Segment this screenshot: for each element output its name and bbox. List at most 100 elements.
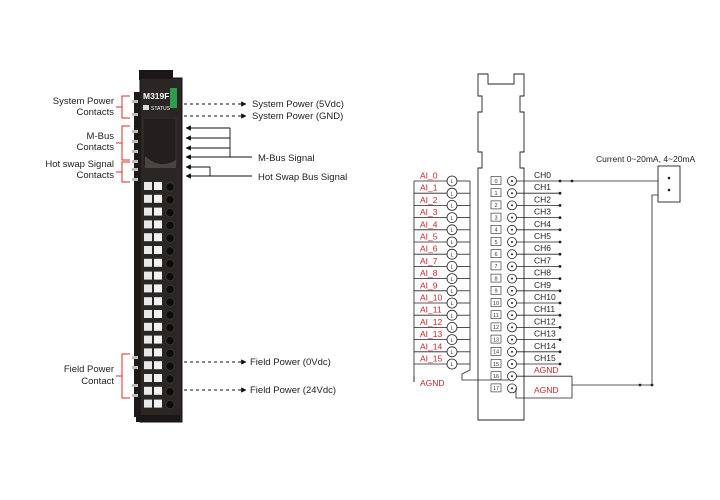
side-contact-pin bbox=[132, 366, 138, 369]
side-contact-pin bbox=[132, 394, 138, 397]
bracket-field-power bbox=[121, 353, 130, 399]
terminal-row: 1 bbox=[490, 188, 517, 199]
current-range-label: Current 0~20mA, 4~20mA bbox=[596, 154, 696, 164]
terminal-number: 11 bbox=[493, 313, 499, 319]
label-hotswap-bus-signal: Hot Swap Bus Signal bbox=[258, 172, 347, 183]
side-contact-pin bbox=[132, 168, 138, 171]
ch-label: CH9 bbox=[534, 280, 551, 290]
terminal-release-tab bbox=[144, 374, 152, 382]
terminal-screw-center bbox=[511, 277, 513, 280]
module-accent-bar bbox=[170, 88, 177, 108]
terminal-release-tab bbox=[144, 399, 152, 408]
ai-load-marker: L bbox=[450, 216, 453, 222]
terminal-row: 12 bbox=[490, 322, 517, 333]
ai-channel-row: AI_7L bbox=[414, 256, 470, 272]
label-hotswap-line2: Contacts bbox=[77, 170, 115, 181]
ai-channel-row: AI_8L bbox=[414, 268, 470, 285]
terminal-hole bbox=[165, 271, 175, 282]
agnd-left-label: AGND bbox=[420, 378, 445, 388]
agnd-17-wire bbox=[515, 376, 573, 399]
terminal-hole bbox=[165, 323, 175, 333]
terminal-release-tab bbox=[154, 194, 162, 203]
ch-label: CH7 bbox=[534, 255, 551, 265]
terminal-hole bbox=[165, 361, 175, 371]
terminal-row: 2 bbox=[490, 200, 517, 211]
ch-node bbox=[558, 191, 562, 195]
ch-node bbox=[558, 252, 562, 256]
bracket-hotswap bbox=[121, 161, 130, 183]
ai-channel-label: AI_12 bbox=[420, 317, 442, 327]
side-contact-pin bbox=[132, 113, 138, 116]
bracket-mbus bbox=[121, 125, 130, 161]
terminal-release-tab bbox=[154, 207, 162, 216]
ai-load-marker: L bbox=[450, 313, 453, 319]
terminal-hole bbox=[165, 297, 175, 307]
terminal-release-tab bbox=[154, 271, 162, 280]
terminal-number-box bbox=[490, 261, 502, 271]
terminal-hole bbox=[165, 335, 175, 346]
ai-channel-label: AI_5 bbox=[420, 232, 438, 242]
terminal-screw-center bbox=[511, 216, 513, 219]
terminal-release-tab bbox=[144, 361, 152, 370]
current-sensor-box bbox=[657, 165, 681, 203]
module-status-label: STATUS bbox=[151, 106, 171, 112]
terminal-release-tab bbox=[154, 386, 162, 395]
terminal-release-tab bbox=[154, 233, 162, 242]
label-hotswap-line1: Hot swap Signal bbox=[45, 159, 114, 170]
ch-label: CH3 bbox=[534, 207, 551, 217]
terminal-hole bbox=[165, 220, 175, 230]
ai-channel-row: AI_6L bbox=[414, 244, 470, 260]
terminal-number-box bbox=[490, 298, 502, 307]
agnd-right-bottom-label: AGND bbox=[534, 385, 559, 395]
sensor-wire-bottom bbox=[651, 194, 658, 385]
ai-channel-row: AI_11L bbox=[414, 305, 470, 321]
right-labels: System Power (5Vdc) System Power (GND) M… bbox=[250, 99, 347, 396]
terminal-hole bbox=[165, 195, 175, 205]
sensor-terminal-bottom bbox=[667, 188, 671, 192]
terminal-release-tab bbox=[154, 310, 162, 318]
terminal-release-tab bbox=[144, 246, 152, 254]
terminal-number-box bbox=[490, 237, 502, 246]
terminal-hole bbox=[165, 387, 175, 397]
terminal-screw-center bbox=[511, 350, 513, 353]
ai-load-marker: L bbox=[450, 252, 453, 258]
terminal-screw-center bbox=[511, 253, 513, 256]
terminal-slot bbox=[144, 233, 175, 243]
side-contact-pin bbox=[132, 150, 138, 153]
terminal-screw-center bbox=[511, 375, 513, 378]
terminal-release-tab bbox=[144, 297, 152, 306]
terminal-screw-center bbox=[511, 204, 513, 207]
hotswap-bus-line bbox=[209, 167, 252, 177]
terminal-number: 7 bbox=[494, 264, 497, 270]
ch-node bbox=[558, 326, 562, 329]
terminal-number: 13 bbox=[493, 337, 499, 343]
terminal-screw-center bbox=[511, 192, 513, 195]
terminal-number: 16 bbox=[493, 374, 499, 380]
ai-channel-row: AI_4L bbox=[414, 219, 470, 236]
ch-label: CH2 bbox=[534, 194, 551, 204]
terminal-slot bbox=[144, 271, 175, 282]
terminal-number-box bbox=[490, 346, 502, 356]
ai-load-marker: L bbox=[450, 350, 453, 356]
ch-node bbox=[558, 301, 562, 305]
terminal-number: 3 bbox=[494, 215, 497, 221]
terminal-slot bbox=[144, 386, 175, 397]
terminal-hole bbox=[165, 208, 175, 218]
terminal-row: 15 bbox=[490, 359, 517, 369]
terminal-slot bbox=[144, 207, 175, 218]
terminal-row: 5 bbox=[490, 237, 517, 247]
terminal-number-box bbox=[490, 273, 502, 283]
terminal-hole bbox=[165, 259, 175, 269]
module-latch-notch bbox=[145, 156, 176, 168]
ai-channel-row: AI_0L bbox=[414, 171, 470, 187]
terminal-screw-center bbox=[511, 289, 513, 292]
ai-load-marker: L bbox=[450, 265, 453, 271]
label-field-power-line1: Field Power bbox=[64, 364, 114, 375]
terminal-slot bbox=[144, 258, 175, 269]
ch-row: CH6 bbox=[516, 243, 562, 256]
schematic-module-outline bbox=[477, 73, 525, 421]
terminal-row: 13 bbox=[490, 334, 517, 345]
label-field-power-line2: Contact bbox=[81, 376, 114, 387]
terminal-number-box bbox=[490, 212, 502, 222]
module-latch bbox=[142, 117, 177, 167]
